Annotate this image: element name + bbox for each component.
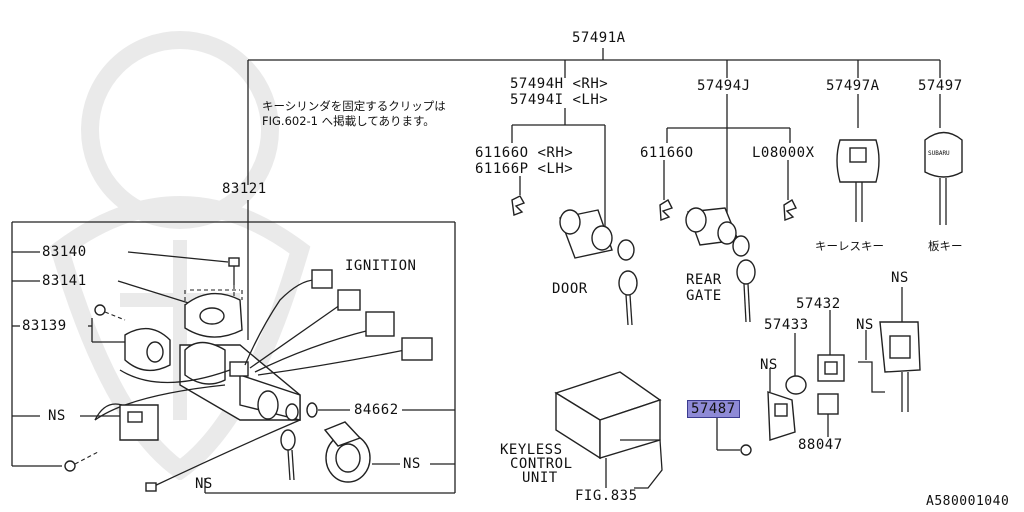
part-83140[interactable]: 83140 [42,244,87,260]
part-83139[interactable]: 83139 [22,318,67,334]
part-57494J[interactable]: 57494J [697,78,751,94]
ignition-label: IGNITION [345,258,417,274]
note-line-2: FIG.602-1 へ掲載してあります。 [262,114,435,128]
ns-label-bottom: NS [195,476,213,492]
door-label: DOOR [552,281,588,297]
part-83121[interactable]: 83121 [222,181,267,197]
part-61166P-lh[interactable]: 61166P <LH> [475,161,574,177]
part-61166O-rh[interactable]: 61166O <RH> [475,145,574,161]
ns-label-key: NS [891,270,909,286]
fig-835-ref[interactable]: FIG.835 [575,488,638,504]
part-84662[interactable]: 84662 [354,402,399,418]
part-83141[interactable]: 83141 [42,273,87,289]
part-57494H[interactable]: 57494H <RH> [510,76,609,92]
subaru-logo: SUBARU [928,150,950,157]
part-57494I[interactable]: 57494I <LH> [510,92,609,108]
rear-label: REAR [686,272,722,288]
keyless-label-2: CONTROL [510,456,573,472]
keyless-label-3: UNIT [522,470,558,486]
note-line-1: キーシリンダを固定するクリップは [262,99,446,113]
part-88047[interactable]: 88047 [798,437,843,453]
keyless-key-label: キーレスキー [815,239,884,253]
ns-label-switch: NS [403,456,421,472]
keyless-label-1: KEYLESS [500,442,563,458]
part-57487-highlighted[interactable]: 57487 [687,400,740,418]
part-L08000X[interactable]: L08000X [752,145,815,161]
gate-label: GATE [686,288,722,304]
part-57433[interactable]: 57433 [764,317,809,333]
part-57497[interactable]: 57497 [918,78,963,94]
part-57491A[interactable]: 57491A [572,30,626,46]
plate-key-label: 板キー [928,239,963,253]
part-57497A[interactable]: 57497A [826,78,880,94]
part-61166O[interactable]: 61166O [640,145,694,161]
part-57432[interactable]: 57432 [796,296,841,312]
ns-label-spring: NS [856,317,874,333]
diagram-code: A580001040 [926,494,1010,509]
ns-label-left: NS [48,408,66,424]
ns-label-remote: NS [760,357,778,373]
